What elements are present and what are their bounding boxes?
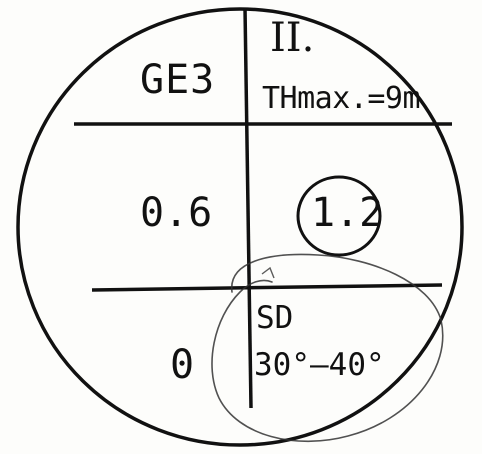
zone-label: GE3 <box>140 57 216 103</box>
vertical-divider <box>243 7 253 409</box>
circled-value: 1.2 <box>311 190 384 236</box>
thickness-max-label: THmax.=9m <box>262 81 421 116</box>
value-highlight-ring <box>296 175 382 257</box>
sd-label: SD <box>256 300 294 336</box>
outer-circle <box>16 7 464 447</box>
pencil-annotation-loop <box>211 253 444 443</box>
left-middle-value: 0.6 <box>140 190 213 236</box>
pencil-tick-mark <box>261 266 275 279</box>
roman-numeral-label: II. <box>270 15 315 61</box>
left-bottom-value: 0 <box>170 342 195 388</box>
lower-horizontal-divider <box>91 283 443 292</box>
sd-range-value: 30°–40° <box>254 347 385 383</box>
